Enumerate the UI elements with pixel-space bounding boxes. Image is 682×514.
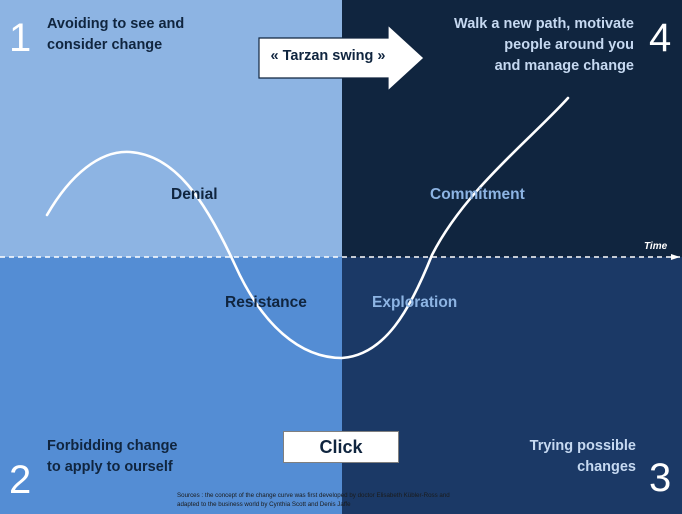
sources-note-line1: Sources : the concept of the change curv… [177, 492, 450, 499]
quadrant-1-text: Avoiding to see and consider change [47, 14, 184, 56]
quadrant-1-text-line1: Avoiding to see and [47, 16, 185, 32]
quadrant-2-text-line1: Forbidding change [47, 438, 178, 454]
quadrant-4-text-line1: Walk a new path, motivate [454, 16, 634, 32]
quadrant-exploration-background [342, 257, 682, 514]
quadrant-3-text: Trying possible changes [530, 436, 636, 478]
time-axis-arrowhead [671, 254, 680, 260]
quadrant-number-1: 1 [9, 16, 32, 60]
stage-label-resistance: Resistance [225, 294, 307, 311]
stage-label-denial: Denial [171, 186, 218, 203]
quadrant-2-text-line2: to apply to ourself [47, 459, 173, 475]
quadrant-number-4: 4 [649, 16, 672, 60]
stage-label-exploration: Exploration [372, 294, 458, 311]
quadrant-2-text: Forbidding change to apply to ourself [47, 436, 178, 478]
change-curve-line [45, 96, 570, 360]
quadrant-number-3: 3 [649, 456, 672, 500]
quadrant-3-text-line2: changes [577, 459, 636, 475]
quadrant-4-text: Walk a new path, motivate people around … [454, 14, 634, 77]
tarzan-swing-arrow-icon [258, 24, 425, 93]
quadrant-number-2: 2 [9, 458, 32, 502]
sources-note-line2: adapted to the business world by Cynthia… [177, 501, 351, 508]
click-button[interactable]: Click [283, 431, 399, 463]
quadrant-resistance-background [0, 257, 342, 514]
stage-label-commitment: Commitment [430, 186, 525, 203]
time-axis-label: Time [644, 241, 668, 252]
quadrant-1-text-line2: consider change [47, 37, 163, 53]
quadrant-4-text-line3: and manage change [494, 58, 634, 74]
quadrant-3-text-line1: Trying possible [529, 438, 636, 454]
sources-note: Sources : the concept of the change curv… [177, 491, 497, 509]
tarzan-swing-label: « Tarzan swing » [270, 48, 386, 64]
quadrant-4-text-line2: people around you [504, 37, 634, 53]
